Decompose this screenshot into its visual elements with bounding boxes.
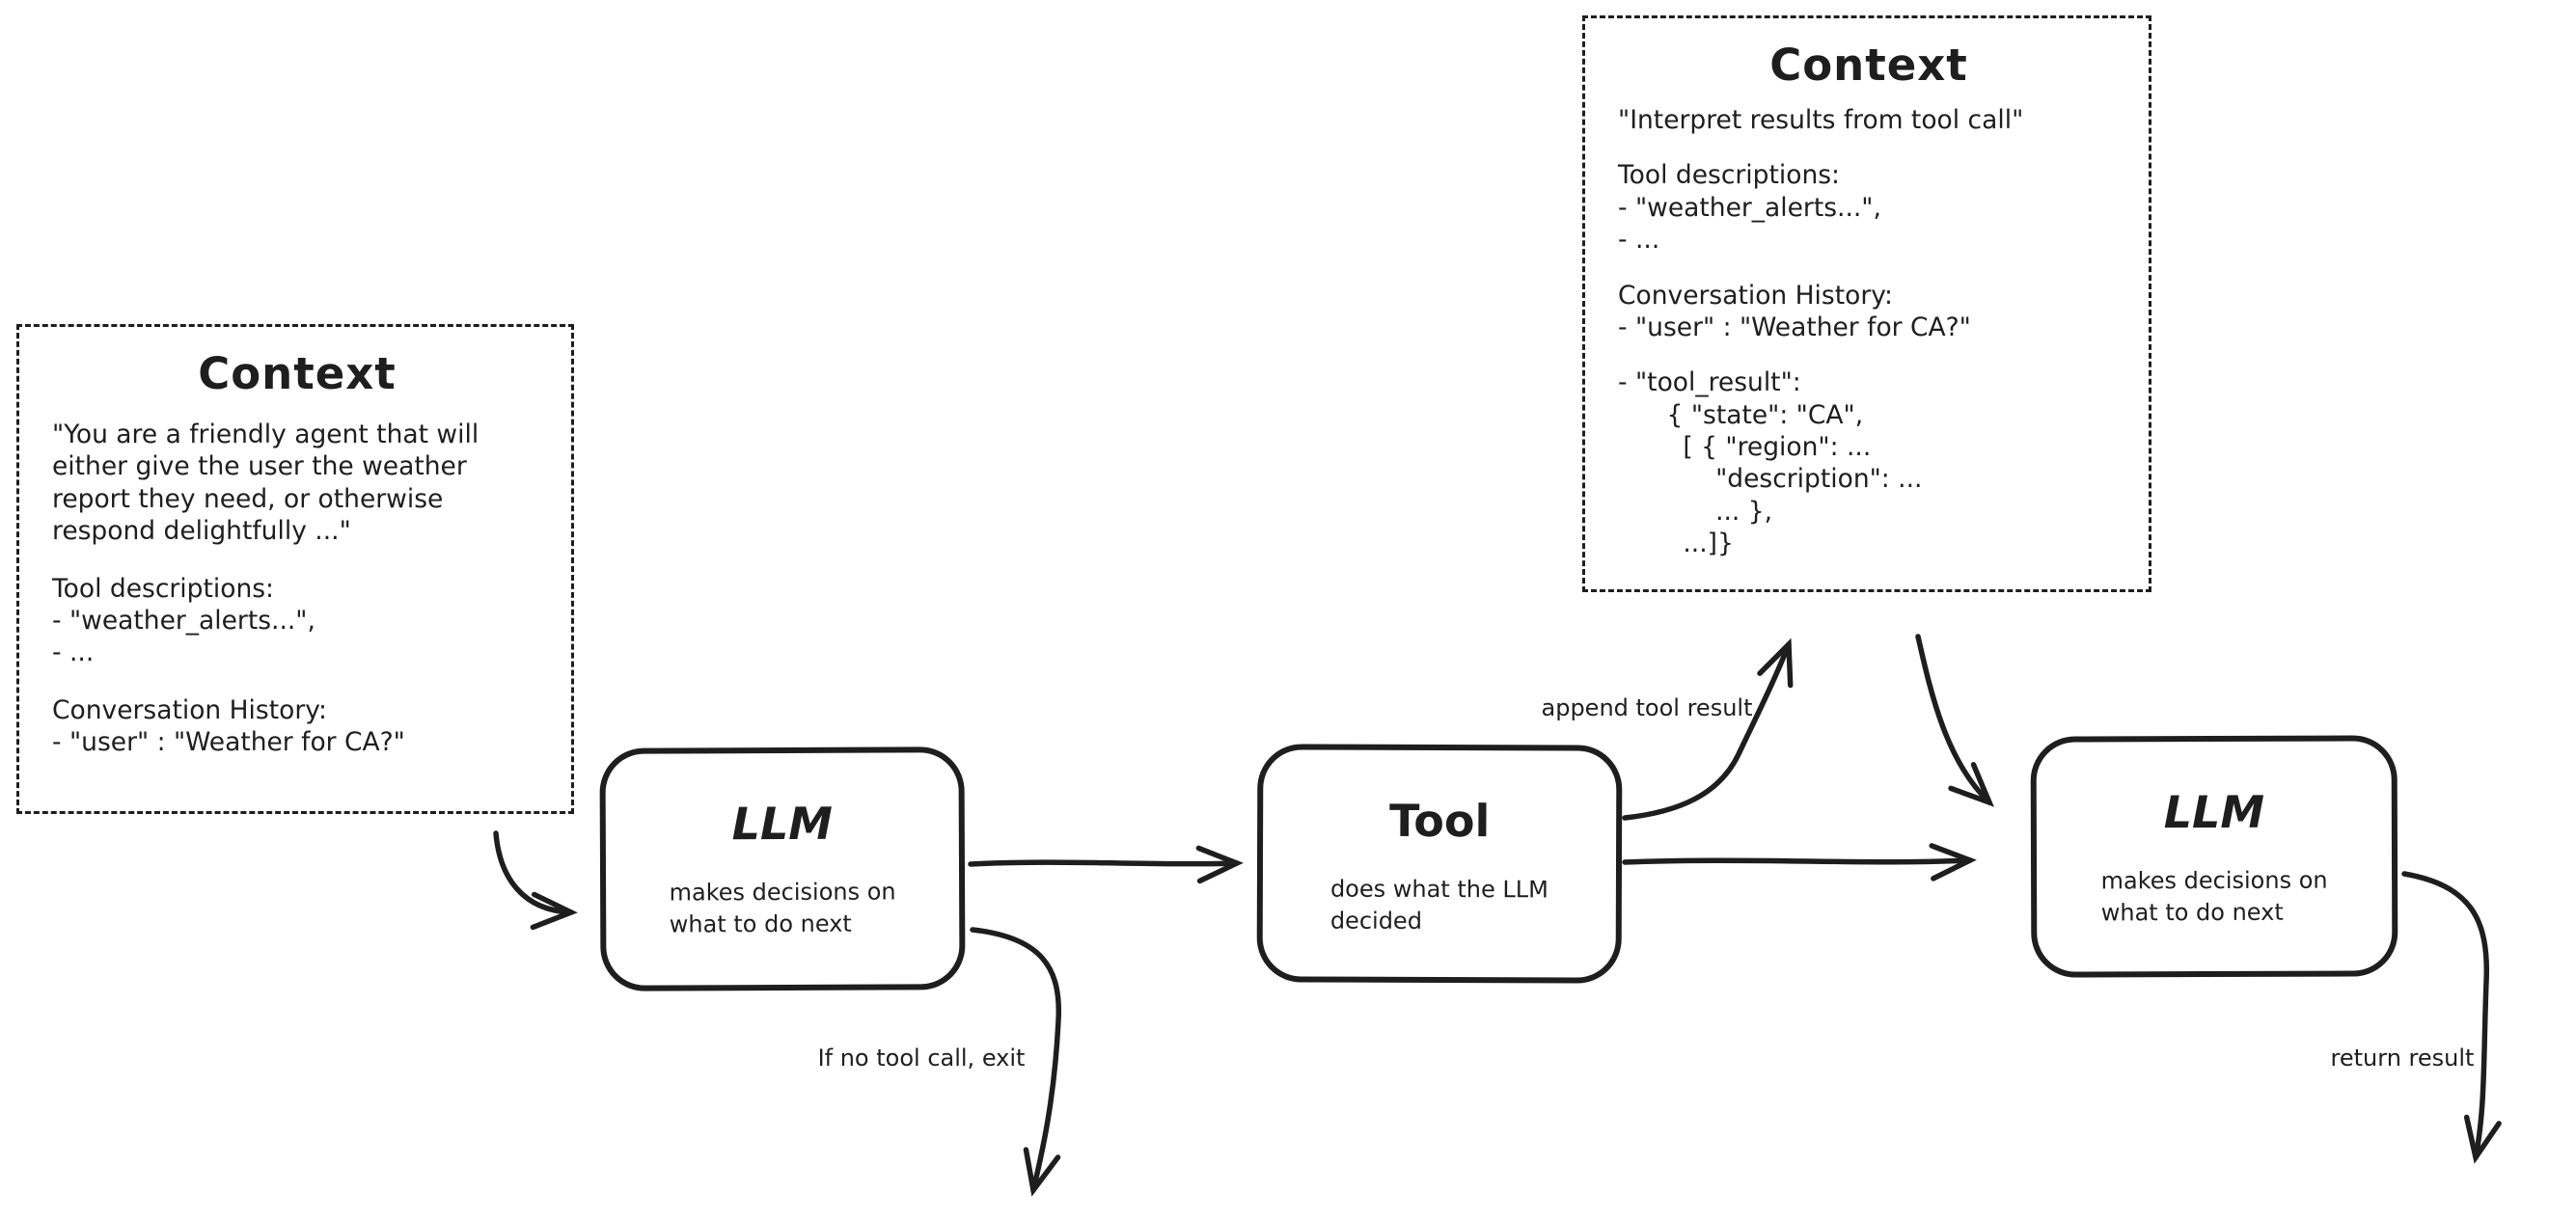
context-title: Context [1769,40,1968,91]
conversation-history-text: Conversation History: - "user" : "Weathe… [1618,280,1971,342]
tool-descriptions-text: Tool descriptions: - "weather_alerts..."… [1618,160,1881,256]
tool-descriptions-text: Tool descriptions: - "weather_alerts..."… [52,573,315,668]
edge-label-append-tool-result: append tool result [1541,694,1753,721]
arrow-tool-to-llm2 [1622,843,1977,882]
llm-node-description: makes decisions on what to do next [2100,866,2328,927]
llm-node-1: LLM makes decisions on what to do next [599,746,966,991]
llm-node-2: LLM makes decisions on what to do next [2030,735,2398,978]
edge-label-no-tool-call-exit: If no tool call, exit [817,1045,1026,1072]
tool-node-title: Tool [1388,794,1491,848]
instruction-text: "Interpret results from tool call" [1618,105,2024,135]
llm-node-description: makes decisions on what to do next [669,878,896,938]
tool-result-text: - "tool_result": { "state": "CA", [ { "r… [1618,367,1923,559]
arrow-context-right-to-llm2 [1915,634,1994,807]
llm-node-title: LLM [2163,785,2265,839]
conversation-history-text: Conversation History: - "user" : "Weathe… [52,694,405,757]
arrow-llm1-to-tool [968,845,1244,884]
edge-label-return-result: return result [2330,1045,2475,1072]
context-title: Context [198,348,397,399]
llm-node-title: LLM [731,797,834,851]
context-box-after-tool: Context "Interpret results from tool cal… [1582,15,2151,592]
arrow-context-left-to-llm1 [493,830,578,931]
arrow-tool-to-context-right [1622,638,1794,821]
tool-node: Tool does what the LLM decided [1256,744,1623,984]
arrow-llm2-return [2401,871,2502,1164]
tool-node-description: does what the LLM decided [1329,875,1548,935]
context-box-initial: Context "You are a friendly agent that w… [16,324,574,814]
system-prompt-text: "You are a friendly agent that will eith… [52,420,480,547]
